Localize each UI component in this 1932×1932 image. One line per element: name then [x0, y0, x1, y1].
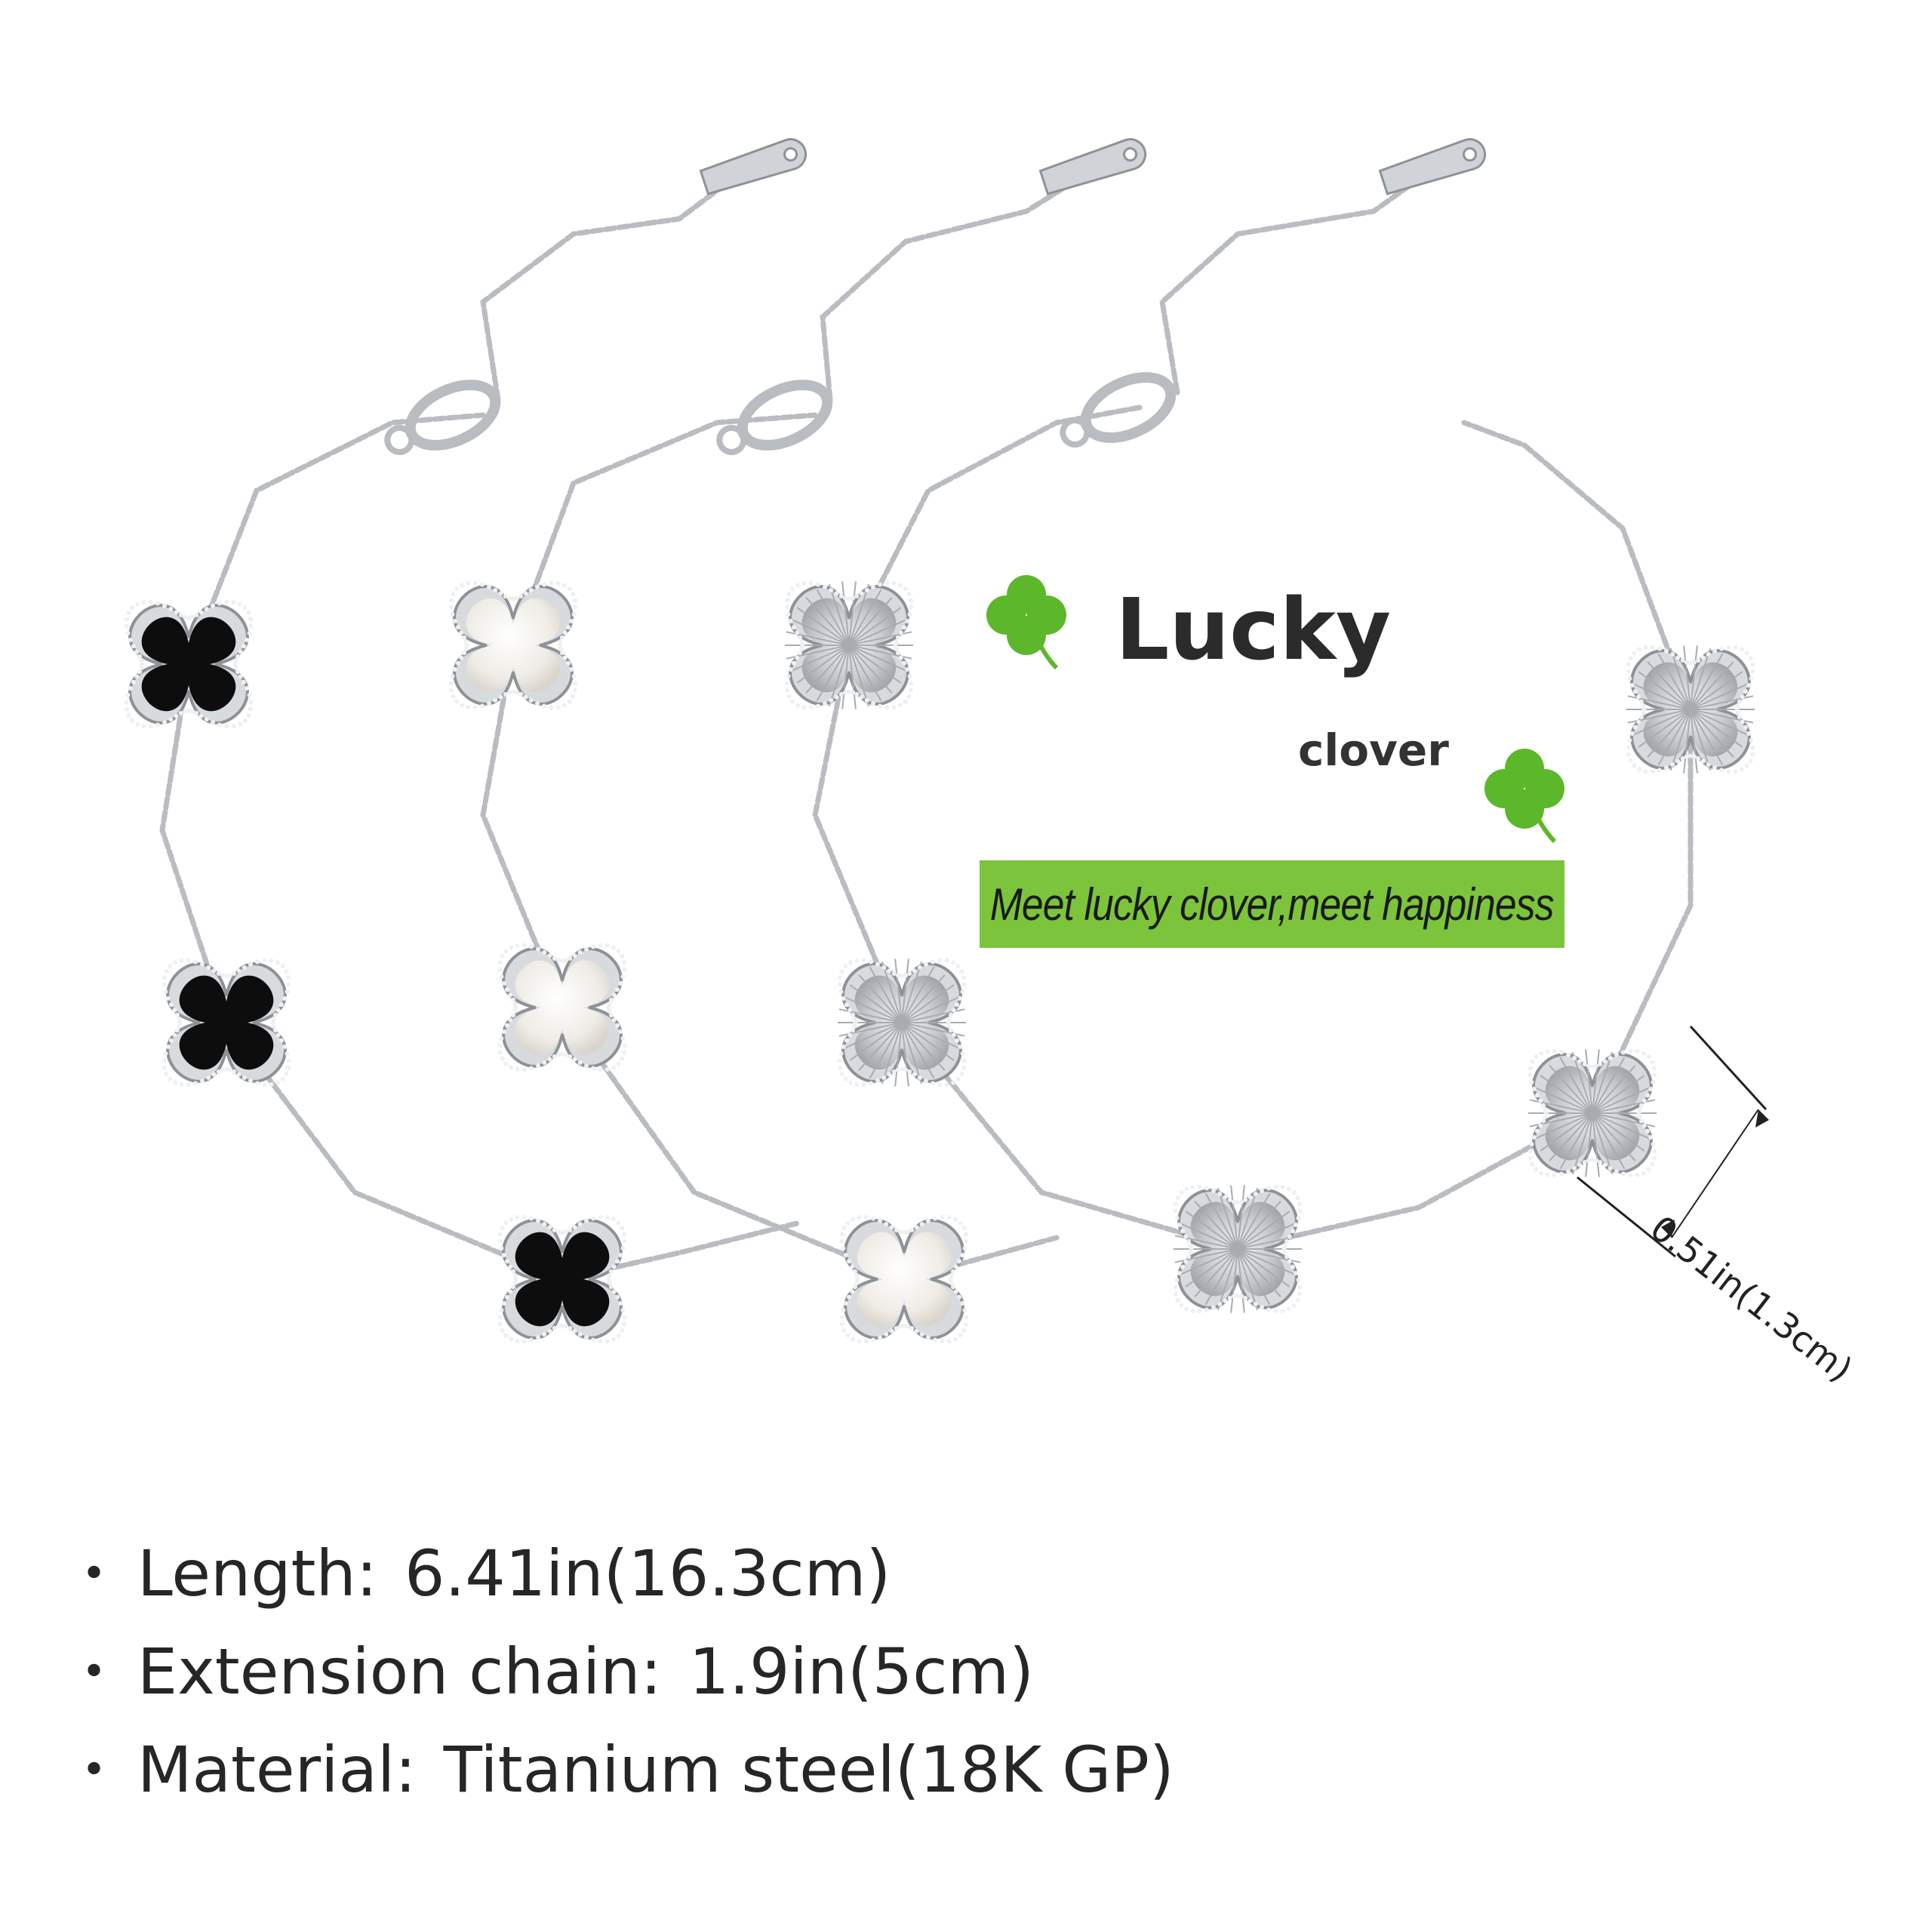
spec-label: Length: [137, 1537, 378, 1611]
chain [186, 412, 486, 667]
spec-row-length: • Length: 6.41in(16.3cm) [82, 1524, 1174, 1623]
bullet-icon: • [82, 1647, 107, 1697]
slogan-banner: Meet lucky clover,meet happiness [980, 860, 1564, 948]
clover-charm [497, 1214, 627, 1344]
black-clover-bracelet [124, 138, 808, 1344]
tag-icon [1378, 138, 1487, 195]
lobster-clasp-icon [384, 380, 501, 455]
clover-charm [497, 943, 627, 1072]
product-photo [124, 138, 1769, 1344]
spec-label: Extension chain: [137, 1635, 662, 1709]
chain [1461, 420, 1694, 712]
dimension-arrow-icon [1577, 1025, 1769, 1258]
spec-value: Titanium steel(18K GP) [443, 1733, 1174, 1807]
clover-charm [124, 599, 254, 729]
clover-charm [162, 958, 291, 1088]
slogan-text: Meet lucky clover,meet happiness [990, 878, 1555, 930]
headline-subtitle: clover [1298, 724, 1449, 776]
spec-label: Material: [137, 1733, 417, 1807]
clover-charm [1173, 1184, 1303, 1314]
spec-value: 6.41in(16.3cm) [405, 1537, 891, 1611]
spec-value: 1.9in(5cm) [688, 1635, 1035, 1709]
headline-title: Lucky [1115, 581, 1391, 679]
chain [820, 171, 1090, 403]
spec-row-material: • Material: Titanium steel(18K GP) [82, 1721, 1174, 1819]
bullet-icon: • [82, 1745, 107, 1795]
lobster-clasp-icon [1060, 372, 1177, 448]
clover-charm [837, 958, 967, 1088]
clover-charm [784, 580, 914, 710]
chain [1159, 171, 1429, 395]
clover-charm [839, 1214, 969, 1344]
clover-icon [986, 575, 1066, 670]
tag-icon [699, 138, 808, 195]
chain [159, 661, 565, 1282]
spec-row-extension: • Extension chain: 1.9in(5cm) [82, 1623, 1174, 1721]
clover-icon [1484, 749, 1564, 844]
chain [846, 405, 1143, 648]
clover-charm [1527, 1048, 1657, 1178]
tag-icon [1038, 138, 1147, 195]
chain [480, 171, 743, 403]
lobster-clasp-icon [716, 380, 833, 455]
chain [510, 412, 818, 648]
clover-charm [1626, 645, 1755, 774]
white-clover-bracelet [448, 138, 1147, 1344]
silver-clover-bracelet [784, 138, 1755, 1314]
bullet-icon: • [82, 1549, 107, 1598]
clover-charm [448, 580, 578, 710]
spec-list: • Length: 6.41in(16.3cm) • Extension cha… [82, 1524, 1174, 1819]
